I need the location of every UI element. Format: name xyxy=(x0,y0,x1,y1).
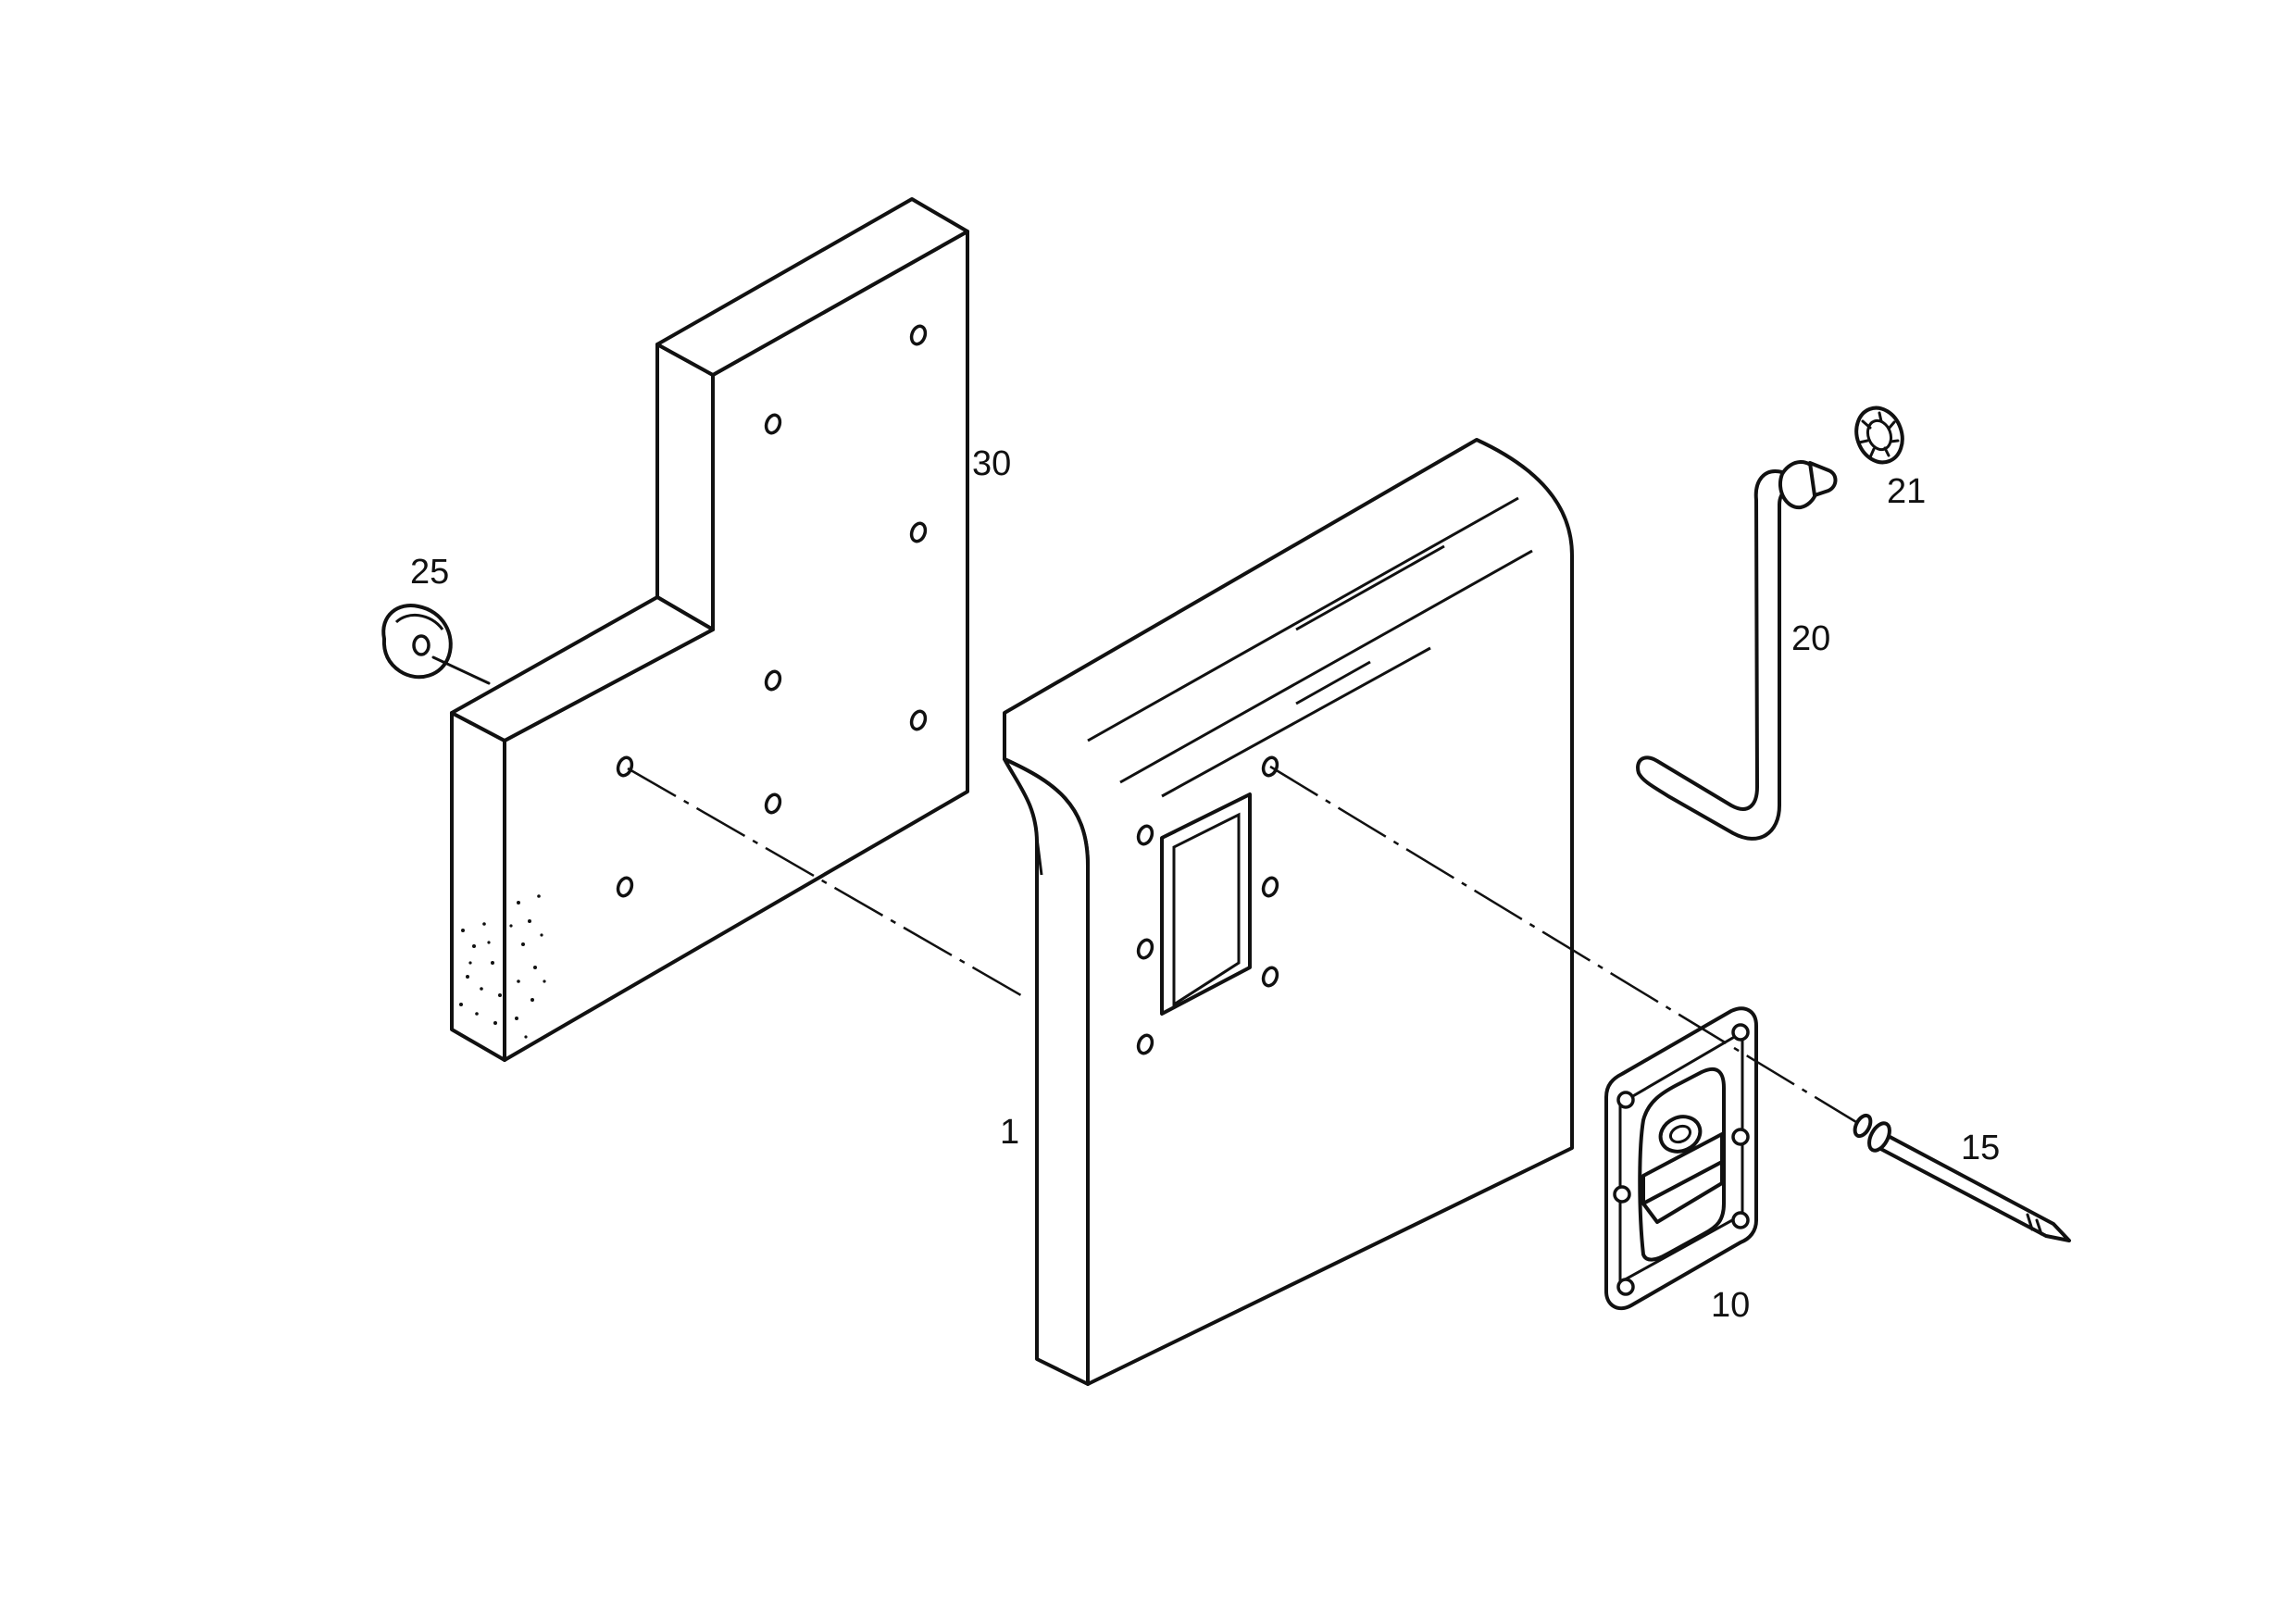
door-panel-part xyxy=(1003,438,1574,1386)
callout-door-panel: 1 xyxy=(1000,1113,1019,1152)
pin-part xyxy=(1853,1113,2071,1242)
callout-insulation-block: 30 xyxy=(972,444,1011,483)
callout-lock-washer: 21 xyxy=(1887,472,1926,511)
insulation-block-holes xyxy=(616,324,928,898)
callout-handle-rod: 20 xyxy=(1791,619,1830,658)
cap-leader-line xyxy=(431,655,491,685)
assembly-axis-door xyxy=(1269,765,1857,1124)
foam-texture xyxy=(459,894,546,1039)
door-panel-holes xyxy=(1136,755,1279,1055)
handle-rod-part xyxy=(1636,460,1838,841)
cap-part xyxy=(381,604,453,680)
insulation-block-part xyxy=(450,197,969,1062)
callout-pin: 15 xyxy=(1961,1129,2000,1167)
lock-washer-part xyxy=(1854,406,1904,465)
callout-latch-plate: 10 xyxy=(1711,1286,1750,1325)
latch-plate-part xyxy=(1604,1006,1758,1311)
callout-cap: 25 xyxy=(410,553,449,592)
